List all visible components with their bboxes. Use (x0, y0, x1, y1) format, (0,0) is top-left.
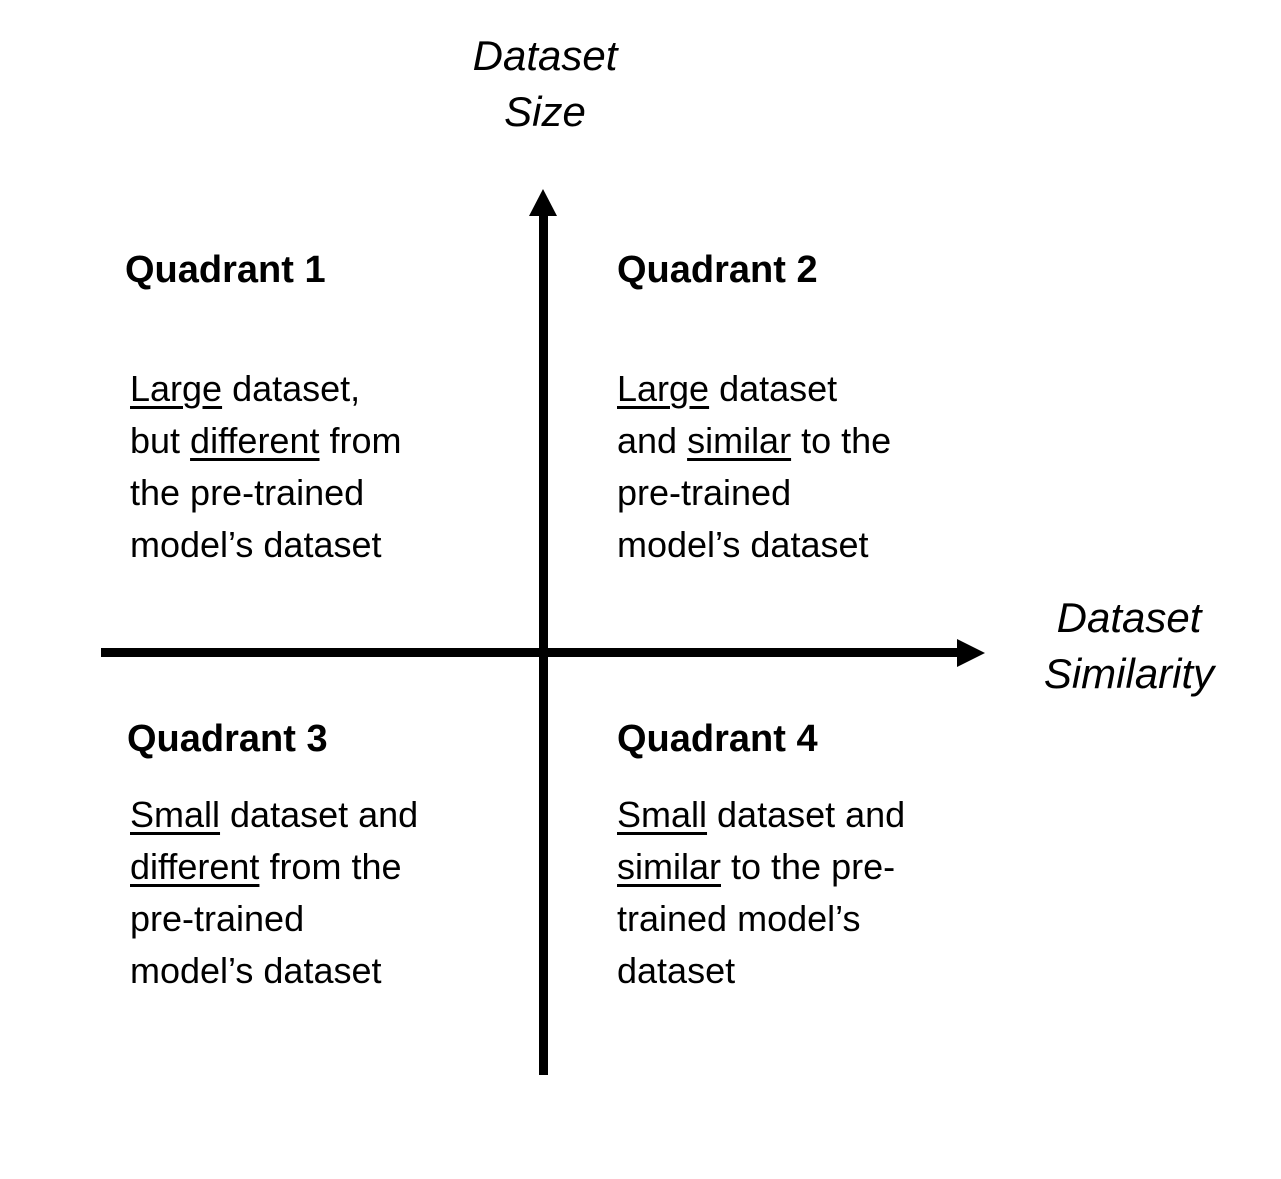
x-axis-label: Dataset Similarity (1019, 590, 1239, 702)
y-axis-arrow-up-icon (529, 189, 557, 216)
quadrant-4-title: Quadrant 4 (617, 718, 818, 760)
x-axis-label-line2: Similarity (1043, 650, 1215, 697)
quadrant-1-title: Quadrant 1 (125, 249, 326, 291)
x-axis-arrow-right-icon (957, 639, 985, 667)
y-axis-label: Dataset Size (435, 28, 655, 140)
quadrant-3-title: Quadrant 3 (127, 718, 328, 760)
y-axis-label-line1: Dataset (472, 32, 618, 79)
y-axis-line (539, 212, 548, 1075)
x-axis-label-line1: Dataset (1056, 594, 1202, 641)
quadrant-2-title: Quadrant 2 (617, 249, 818, 291)
y-axis-label-line2: Size (504, 88, 586, 135)
x-axis-line (101, 648, 959, 657)
